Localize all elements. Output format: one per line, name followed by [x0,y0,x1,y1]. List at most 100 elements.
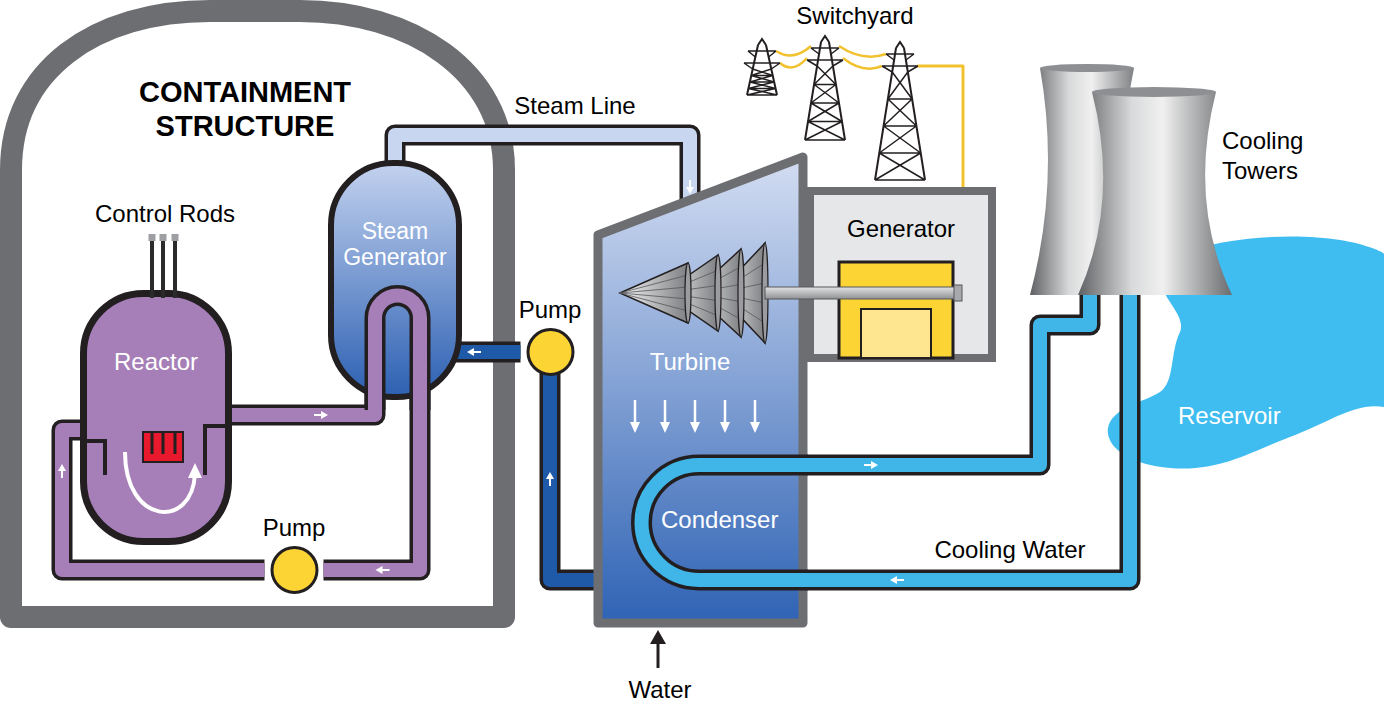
flow-arrow-head [546,472,554,479]
text-slot: Turbine [630,348,750,376]
generator: Generator [806,187,996,362]
flow-arrow [473,351,481,353]
text-slot: Water [610,676,710,704]
pump-circle [528,330,573,375]
structure-heading: CONTAINMENT STRUCTURE [100,75,390,143]
text-slot: Cooling Towers [1222,126,1314,186]
shaft-end [954,285,962,301]
flow-arrow-head [890,576,897,584]
turbine-shaft [765,287,960,299]
tower-leg [875,42,925,180]
turbine-blade-rim [685,263,691,323]
steam-flow-arrow [694,400,697,424]
steam-flow-arrow-head [630,422,640,433]
text-slot: Pump [516,296,585,324]
text-slot: Reservoir [1178,402,1308,430]
flow-arrow [689,180,691,188]
text-slot: Steam Generator [334,218,456,270]
reservoir-outline [1100,232,1384,475]
control-rod [150,240,154,298]
control-rod-tip [151,432,154,454]
switchyard: Switchyard [735,0,935,182]
control-rod-cap [149,234,156,241]
tower-leg [747,39,777,95]
edge-label: Steam Line [500,92,650,120]
reactor-inner-wall [80,426,232,475]
control-rod-tip [174,432,177,454]
turbine-housing [598,157,803,623]
u-tube-outline [375,296,420,411]
turbine-blade-line [620,293,688,311]
flow-arrow [61,470,63,478]
flow-arrow [864,464,872,466]
coolant-flow-arrow-head [188,463,202,478]
pump: Pump [260,514,329,594]
reservoir-water [1108,236,1384,468]
control-rod-tip [162,432,165,454]
cooling-tower [1078,92,1232,295]
power-line-wire [918,66,963,187]
flow-arrow [382,569,390,571]
edge-label: Cooling Water [925,536,1095,564]
turbine-condenser-outline [593,152,808,628]
steam-flow-arrow-head [690,422,700,433]
flow-arrow-head [871,461,878,469]
node-title: Generator [816,215,986,243]
text-slot: CONTAINMENT STRUCTURE [100,75,390,143]
cooling-towers: Cooling Towers [1030,62,1310,300]
generator-body [839,262,953,358]
node-title: Switchyard [785,2,925,30]
generator-core [861,309,931,358]
node-title: Reactor [86,348,226,376]
flow-arrow-head [376,566,383,574]
cooling-tower-rim [1040,64,1134,72]
flow-arrow-head [467,348,474,356]
steam-flow-arrow-head [750,422,760,433]
node-title: Steam Generator [334,218,456,270]
water-inlet-arrow-head [650,630,666,644]
part-label: Control Rods [80,200,250,228]
water-inlet-arrow-shaft [657,642,660,668]
pump-label: Pump [260,514,329,542]
reactor-vessel-outline [80,290,232,545]
flow-arrow [314,414,322,416]
node-title: Condenser [661,506,797,534]
generator-outline [806,187,996,362]
reactor-vessel-body [84,294,229,542]
text-slot: Cooling Water [925,536,1095,564]
condenser-coil [642,465,809,580]
control-rod [161,240,165,298]
containment-structure: CONTAINMENT STRUCTURE Reactor Steam Genera… [0,0,515,628]
tower-lattice [744,51,780,95]
steam-flow-arrow [754,400,757,424]
text-slot: Generator [816,215,986,243]
steam-flow-arrow [634,400,637,424]
text-slot: Condenser [661,506,797,534]
coolant-flow-arrow [125,452,195,512]
flow-arrow-head [321,411,328,419]
part-label: Water [610,676,710,704]
condenser-coil-outline [642,465,809,580]
steam-flow-arrow [724,400,727,424]
text-slot: Control Rods [80,200,250,228]
turbine-blade-stage [620,263,688,323]
steam-flow-arrow [664,400,667,424]
node-title: Turbine [630,348,750,376]
text-slot: Switchyard [785,2,925,30]
pipe [450,348,521,356]
turbine-blade-rim [715,255,721,331]
turbine-blade-line [620,275,688,293]
node-title: Reservoir [1178,402,1308,430]
tower-lattice [805,48,845,140]
flow-arrow [896,579,904,581]
turbine-condenser: TurbineCondenser [593,152,808,628]
tower-lattice [875,54,925,180]
tower-leg [805,36,845,140]
text-slot: Reactor [86,348,226,376]
power-line [918,66,963,187]
containment-wall [11,11,504,617]
pump: Pump [516,296,585,376]
control-rod [173,240,177,298]
steam-flow-arrow-head [660,422,670,433]
